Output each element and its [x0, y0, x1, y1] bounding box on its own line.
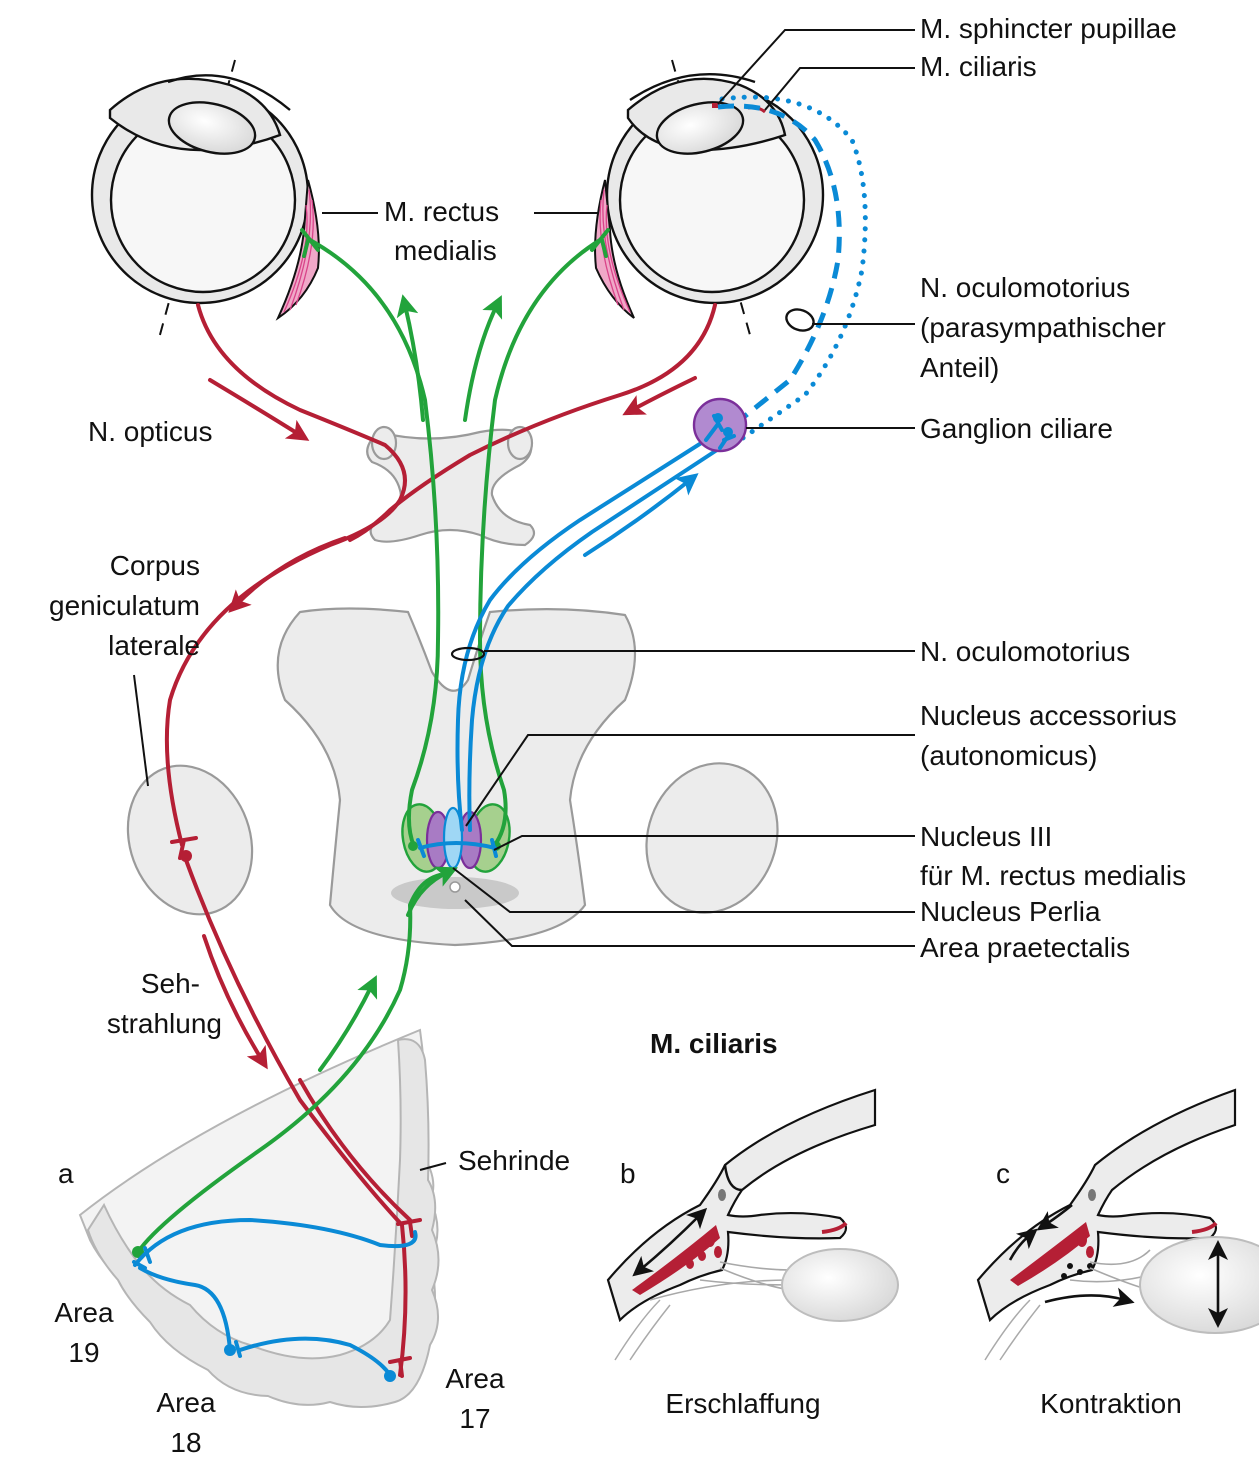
parasympathetic-pathway: [132, 438, 722, 1382]
label-n-opticus: N. opticus: [88, 416, 213, 447]
ganglion-ciliare: [692, 397, 748, 453]
label-sehstrahlung-2: strahlung: [107, 1008, 222, 1039]
label-n-oculomotorius-para-2: (parasympathischer: [920, 312, 1166, 343]
sehstrahlung-arrow: [202, 934, 268, 1070]
lens-b: [781, 1248, 899, 1322]
label-m-ciliaris: M. ciliaris: [920, 51, 1037, 82]
left-eye-lens: [167, 101, 257, 155]
tract-arrow: [228, 536, 347, 613]
sehstrahlung-branch: [298, 1078, 412, 1222]
label-ganglion-ciliare: Ganglion ciliare: [920, 413, 1113, 444]
label-area18-2: 18: [170, 1427, 201, 1458]
label-nucleus-perlia: Nucleus Perlia: [920, 896, 1101, 927]
cortex-association-fiber-2: [138, 1266, 232, 1352]
label-n-oculomotorius: N. oculomotorius: [920, 636, 1130, 667]
label-corpus-3: laterale: [108, 630, 200, 661]
label-nucleus-iii-1: Nucleus III: [920, 821, 1052, 852]
afferent-visual-pathway: [164, 303, 717, 1378]
praetectal-arrow: [406, 866, 458, 917]
left-rectus-fiber: [308, 238, 441, 848]
edinger-westphal-interconnection: [418, 841, 497, 850]
n-opticus-arrow-right: [622, 376, 697, 416]
right-m-sphincter-pupillae: [712, 103, 720, 108]
lens-c: [1139, 1236, 1259, 1334]
label-n-oculomotorius-para-1: N. oculomotorius: [920, 272, 1130, 303]
caption-kontraktion: Kontraktion: [1040, 1388, 1182, 1419]
label-m-sphincter-pupillae: M. sphincter pupillae: [920, 13, 1177, 44]
label-nucleus-accessorius-1: Nucleus accessorius: [920, 700, 1177, 731]
label-area17-2: 17: [459, 1403, 490, 1434]
corpus-geniculatum-laterale-right-shape: [645, 762, 779, 914]
label-sehrinde: Sehrinde: [458, 1145, 570, 1176]
label-m-rectus-medialis-1: M. rectus: [384, 196, 499, 227]
oculomotor-fiber-1: [455, 438, 708, 832]
right-m-rectus-medialis: [594, 179, 635, 319]
right-eye-lens: [655, 101, 745, 155]
label-m-rectus-medialis-2: medialis: [394, 235, 497, 266]
motor-pathway-rectus: [132, 228, 610, 1258]
right-optic-fibers-crossing: [348, 303, 717, 542]
panel-letter-c: c: [996, 1158, 1010, 1189]
label-nucleus-iii-2: für M. rectus medialis: [920, 860, 1186, 891]
cortex-gray-matter: [86, 1038, 440, 1408]
cortex-efferent-arrow: [318, 975, 378, 1072]
n-opticus-arrow-left: [208, 378, 310, 441]
n-oculomotorius-para-marker: [785, 308, 815, 332]
inset-title: M. ciliaris: [650, 1028, 778, 1059]
caption-erschlaffung: Erschlaffung: [665, 1388, 820, 1419]
label-area19-2: 19: [68, 1337, 99, 1368]
panel-letter-b: b: [620, 1158, 636, 1189]
text-labels: M. sphincter pupillae M. ciliaris M. rec…: [49, 13, 1186, 1458]
label-area-praetectalis: Area praetectalis: [920, 932, 1130, 963]
label-n-oculomotorius-para-3: Anteil): [920, 352, 999, 383]
right-eyeball: [594, 59, 868, 443]
rectus-arrow-left: [396, 294, 425, 422]
relaxation-arrow: [632, 1207, 708, 1277]
label-area17-1: Area: [445, 1363, 505, 1394]
cortex-association-fiber-3: [238, 1336, 392, 1377]
rectus-arrow-right: [463, 295, 503, 422]
short-ciliary-nerve-dotted: [719, 94, 868, 443]
label-nucleus-accessorius-2: (autonomicus): [920, 740, 1097, 771]
left-eye-cornea: [167, 74, 291, 111]
sehstrahlung-fibers: [184, 858, 408, 1377]
short-ciliary-nerve-dashed: [717, 103, 842, 430]
label-area19-1: Area: [54, 1297, 114, 1328]
left-eyeball: [90, 59, 320, 343]
label-corpus-1: Corpus: [110, 550, 200, 581]
inset-b-erschlaffung: [606, 1088, 899, 1361]
oculomotor-arrow: [583, 473, 699, 557]
cortex-association-fiber-1: [133, 1217, 418, 1267]
label-corpus-2: geniculatum: [49, 590, 200, 621]
n-oculomotorius-marker: [450, 646, 486, 662]
panel-letter-a: a: [58, 1158, 74, 1189]
leader-lines: [133, 29, 915, 1171]
label-sehstrahlung-1: Seh-: [141, 968, 200, 999]
right-rectus-fiber: [477, 238, 602, 848]
cortex-to-praetectal-fiber: [136, 873, 442, 1254]
left-m-rectus-medialis: [275, 179, 320, 321]
label-area18-1: Area: [156, 1387, 216, 1418]
inset-c-kontraktion: [976, 1088, 1259, 1361]
